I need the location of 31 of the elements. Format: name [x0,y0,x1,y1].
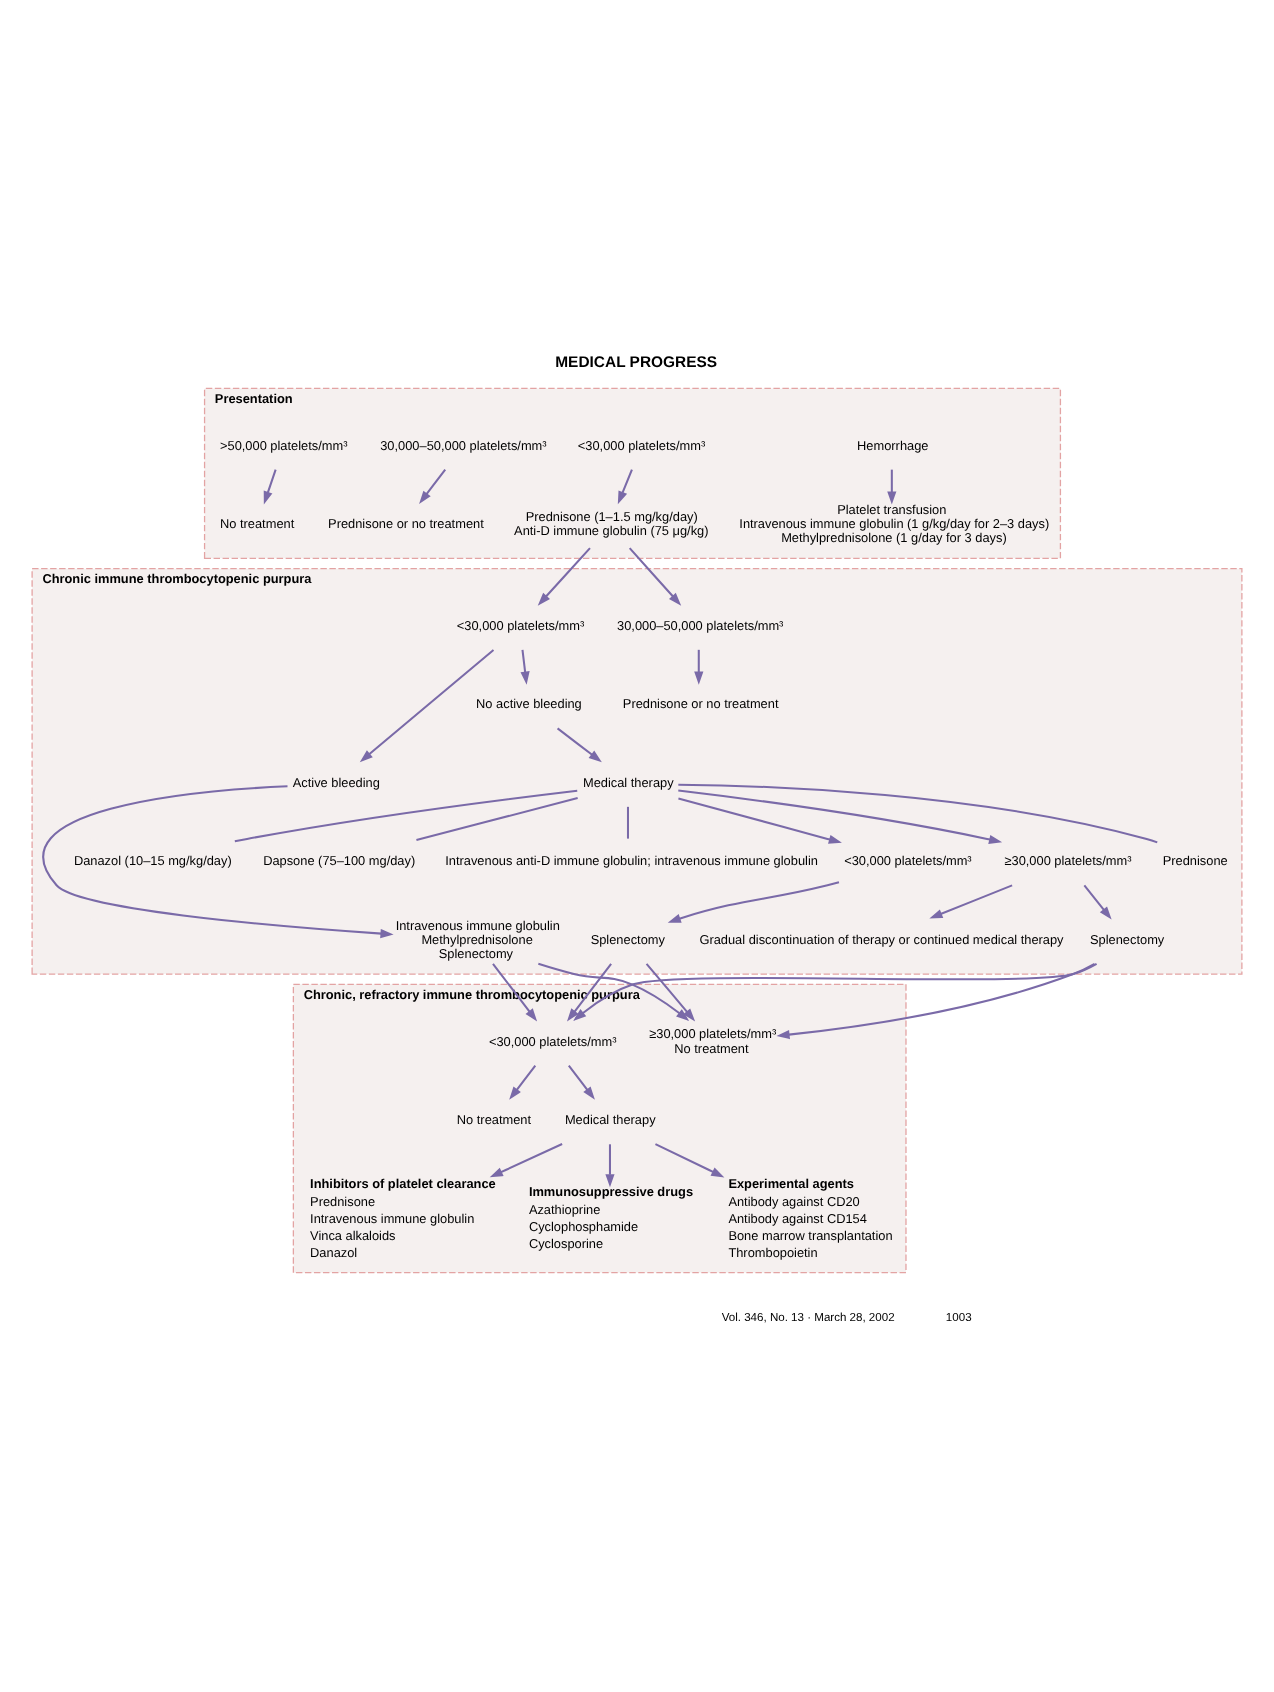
arrow [43,785,394,939]
arrow [520,649,530,685]
arrow [492,963,538,1022]
arrow [537,547,591,606]
arrow [628,547,682,606]
connector [416,797,578,842]
arrow [566,963,612,1022]
arrow [655,1143,725,1178]
arrow [538,962,690,1021]
arrow [359,649,495,763]
arrow [667,881,840,923]
arrow [776,963,1096,1040]
arrow [678,789,1003,844]
arrow [887,469,897,505]
arrow [617,469,633,505]
connector [678,783,1158,844]
arrow [509,1064,537,1100]
arrow [1083,884,1112,920]
connector [626,806,629,839]
arrow [929,884,1013,919]
connector [234,789,578,843]
arrow [556,727,602,763]
arrow [568,1064,595,1100]
arrow [489,1143,563,1178]
arrow [605,1144,615,1188]
arrow [573,962,1098,1021]
arrow [645,963,696,1022]
arrow [694,649,704,685]
arrow [419,469,447,504]
arrow [263,469,277,505]
arrow [678,797,842,844]
